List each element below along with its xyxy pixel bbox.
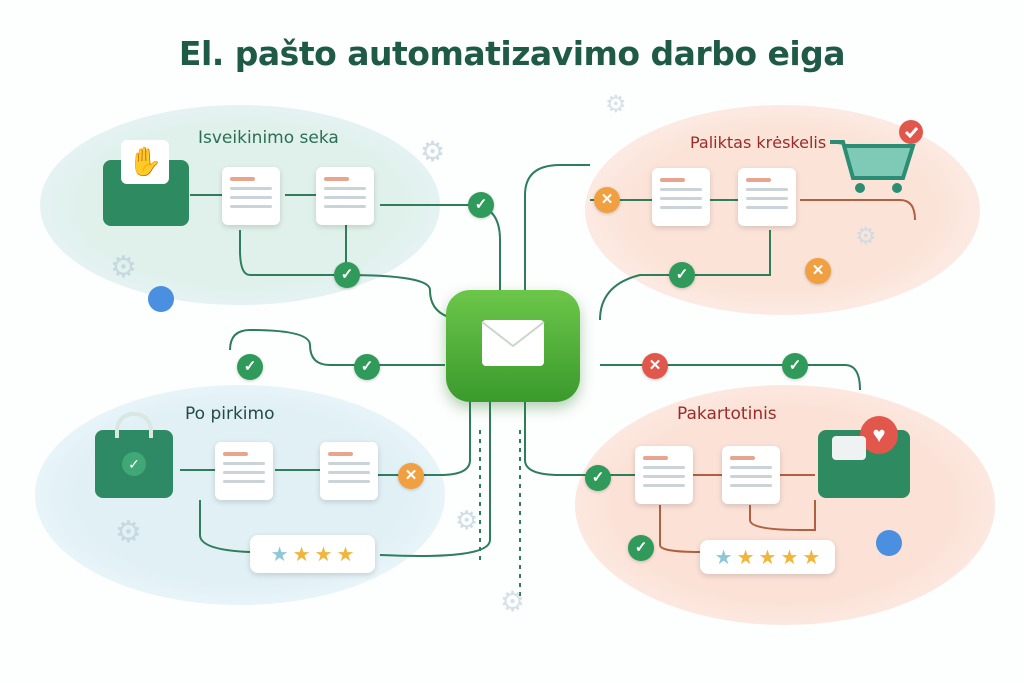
email-card[interactable]	[222, 167, 280, 225]
star-icon: ★	[336, 543, 355, 566]
gear-icon: ⚙	[605, 91, 627, 118]
central-email-button[interactable]	[446, 290, 580, 402]
check-icon: ✓	[334, 262, 360, 288]
gear-icon: ⚙	[110, 251, 137, 284]
check-icon: ✓	[237, 354, 263, 380]
rating-stars[interactable]: ★★★★★	[700, 540, 835, 574]
gear-icon: ⚙	[420, 136, 446, 167]
check-icon: ✓	[628, 535, 654, 561]
x-icon: ✕	[594, 187, 620, 213]
check-icon: ✓	[585, 465, 611, 491]
email-card[interactable]	[738, 168, 796, 226]
x-icon: ✕	[805, 258, 831, 284]
check-icon: ✓	[669, 262, 695, 288]
email-card[interactable]	[652, 168, 710, 226]
star-icon: ★	[758, 546, 777, 569]
envelope-icon	[481, 320, 545, 366]
gear-icon: ⚙	[115, 516, 142, 549]
gem-icon	[876, 530, 902, 556]
shopping-cart-icon	[830, 120, 923, 193]
check-icon: ✓	[468, 192, 494, 218]
shopping-bag-icon: ✓	[95, 412, 173, 498]
star-icon: ★	[780, 546, 799, 569]
section-label-welcome: Isveikinimo seka	[198, 128, 339, 148]
star-icon: ★	[802, 546, 821, 569]
gem-icon	[148, 286, 174, 312]
x-icon: ✕	[398, 463, 424, 489]
section-label-repeat: Pakartotinis	[677, 404, 777, 424]
star-icon: ★	[270, 543, 289, 566]
megaphone-envelope-icon: ♥	[818, 416, 910, 498]
check-icon: ✓	[782, 353, 808, 379]
rating-stars[interactable]: ★★★★	[250, 535, 375, 573]
email-card[interactable]	[320, 442, 378, 500]
page-title: El. pašto automatizavimo darbo eiga	[178, 34, 846, 73]
gear-icon: ⚙	[855, 223, 877, 250]
email-card[interactable]	[722, 446, 780, 504]
star-icon: ★	[314, 543, 333, 566]
star-icon: ★	[736, 546, 755, 569]
email-card[interactable]	[316, 167, 374, 225]
check-icon: ✓	[354, 354, 380, 380]
email-card[interactable]	[215, 442, 273, 500]
section-label-abandoned-cart: Paliktas krėskelis	[690, 133, 827, 152]
star-icon: ★	[292, 543, 311, 566]
email-card[interactable]	[635, 446, 693, 504]
gear-icon: ⚙	[455, 505, 479, 535]
gear-icon: ⚙	[500, 586, 526, 617]
welcome-envelope-icon: ✋	[103, 140, 189, 226]
section-label-post-purchase: Po pirkimo	[185, 404, 275, 424]
repeat-region	[575, 385, 995, 625]
x-icon: ✕	[642, 353, 668, 379]
star-icon: ★	[714, 546, 733, 569]
